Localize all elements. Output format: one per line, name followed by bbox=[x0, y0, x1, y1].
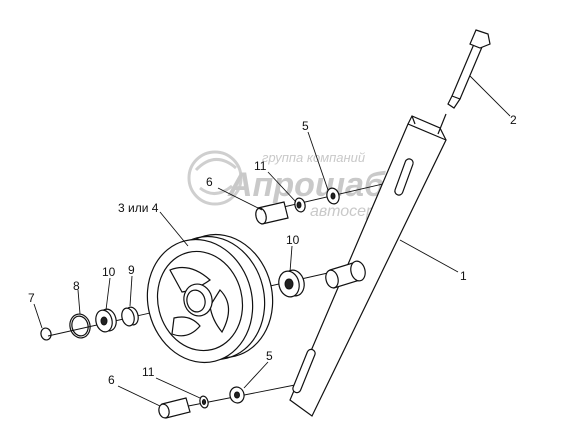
callout-labels: 2 1 5 11 6 3 или 4 10 10 9 8 7 6 11 5 bbox=[28, 113, 517, 387]
upper-washer bbox=[326, 187, 340, 205]
callout-5-upper: 5 bbox=[302, 119, 309, 133]
watermark: группа компаний Апрошаб автосервис bbox=[187, 150, 400, 220]
spacer bbox=[121, 306, 139, 327]
upper-sleeve bbox=[255, 201, 289, 225]
callout-11-upper: 11 bbox=[254, 159, 267, 173]
upper-slot bbox=[394, 158, 414, 196]
upper-nut bbox=[294, 197, 306, 213]
callout-8: 8 bbox=[73, 279, 80, 293]
axle-sleeve bbox=[325, 260, 366, 289]
snap-ring bbox=[69, 313, 91, 339]
callout-9: 9 bbox=[128, 263, 135, 277]
callout-7: 7 bbox=[28, 291, 35, 305]
bracket-plate bbox=[289, 115, 447, 417]
lower-washer bbox=[229, 386, 245, 404]
lower-nut bbox=[199, 395, 209, 409]
retainer bbox=[40, 327, 52, 341]
callout-1: 1 bbox=[460, 269, 467, 283]
callout-11-lower: 11 bbox=[142, 365, 155, 379]
lower-sleeve bbox=[158, 397, 191, 419]
lower-slot bbox=[292, 348, 316, 394]
bearing-left bbox=[95, 308, 117, 333]
callout-6-lower: 6 bbox=[108, 373, 115, 387]
callout-2: 2 bbox=[510, 113, 517, 127]
watermark-logo bbox=[187, 150, 243, 206]
watermark-line-1: группа компаний bbox=[262, 150, 365, 165]
leader-lines bbox=[33, 75, 511, 407]
watermark-line-2: Апрошаб bbox=[227, 166, 386, 204]
callout-10-right: 10 bbox=[286, 233, 300, 247]
callout-6-upper: 6 bbox=[206, 175, 213, 189]
callout-10-left: 10 bbox=[102, 265, 116, 279]
bolt bbox=[437, 29, 491, 135]
callout-3-or-4: 3 или 4 bbox=[118, 201, 159, 215]
callout-5-lower: 5 bbox=[266, 349, 273, 363]
bearing-right bbox=[278, 269, 305, 298]
pulley bbox=[146, 233, 274, 364]
